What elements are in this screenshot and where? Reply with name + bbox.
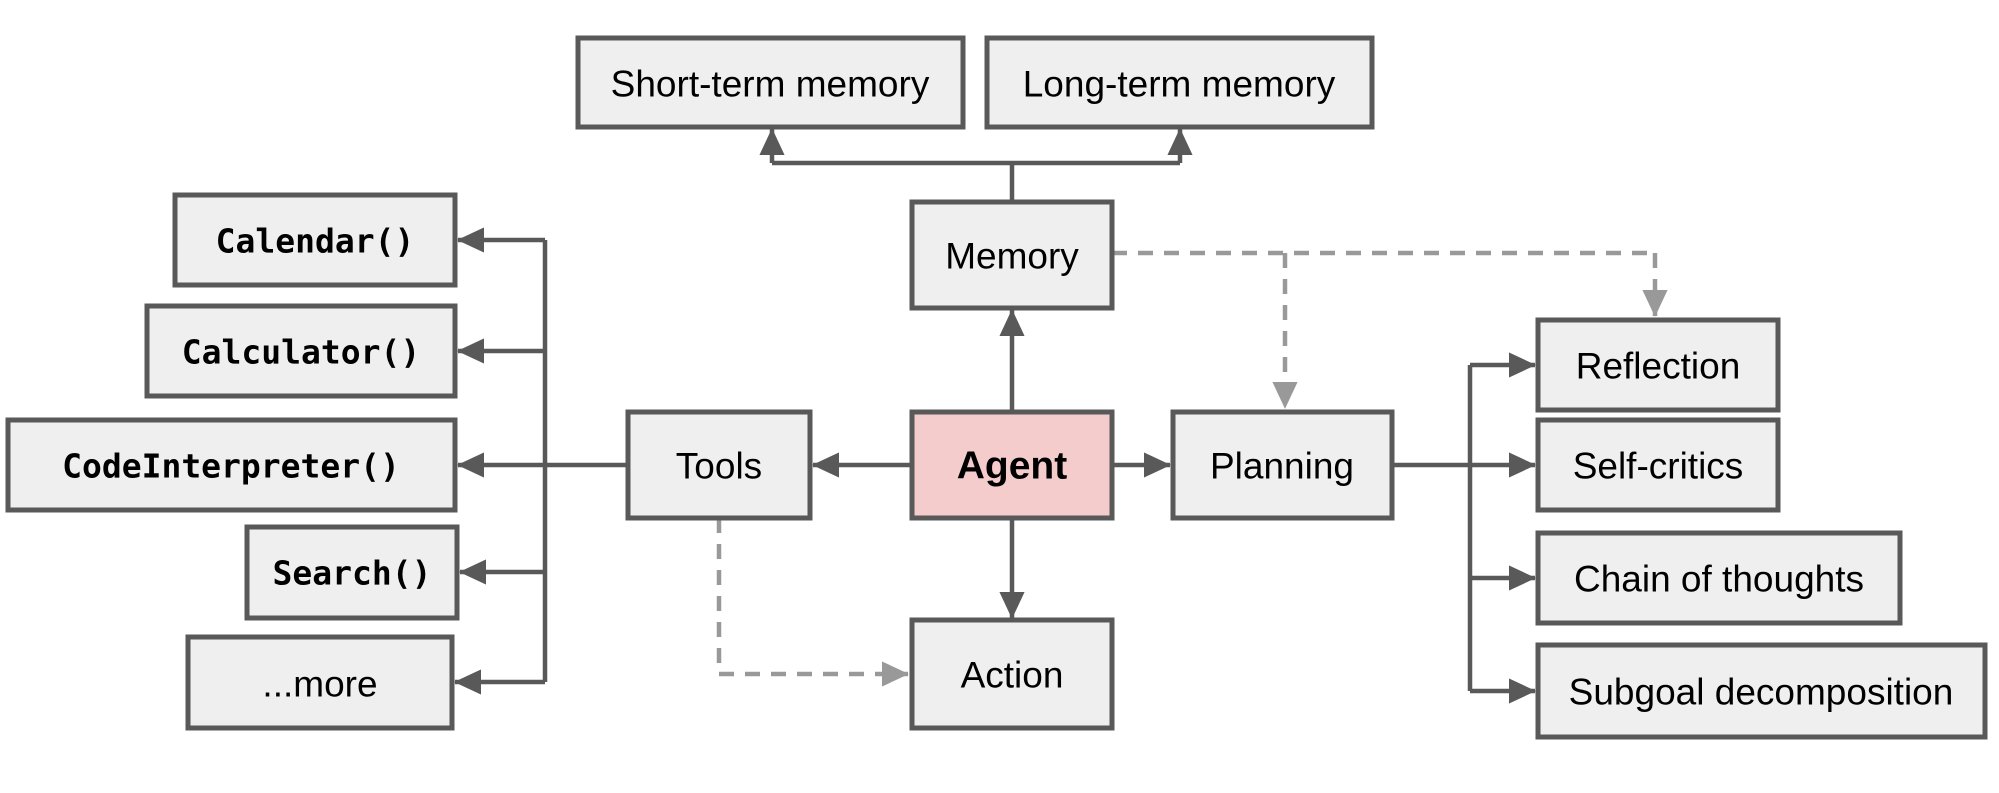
- action-label: Action: [961, 655, 1064, 696]
- subgoal-decomposition-label: Subgoal decomposition: [1569, 672, 1954, 713]
- calculator-box: [144, 303, 458, 399]
- node-chain-of-thoughts: Chain of thoughts: [1535, 530, 1903, 626]
- node-subgoal-decomposition: Subgoal decomposition: [1535, 642, 1988, 740]
- search-box: [244, 524, 460, 621]
- subgoal-decomposition-box: [1535, 642, 1988, 740]
- calendar-label: Calendar(): [216, 222, 415, 261]
- node-self-critics: Self-critics: [1535, 417, 1781, 513]
- solid-edges: [454, 128, 1536, 704]
- node-short-term-memory: Short-term memory: [575, 35, 966, 130]
- memory-box: [909, 199, 1115, 311]
- node-more: ...more: [185, 634, 455, 731]
- node-search: Search(): [244, 524, 460, 621]
- node-calculator: Calculator(): [144, 303, 458, 399]
- node-action: Action: [909, 617, 1115, 731]
- node-memory: Memory: [909, 199, 1115, 311]
- node-agent: Agent: [909, 409, 1115, 521]
- edge-tools-to-action-dashed: [716, 518, 909, 687]
- reflection-box: [1535, 317, 1781, 413]
- node-tools: Tools: [625, 409, 813, 521]
- node-long-term-memory: Long-term memory: [984, 35, 1375, 130]
- reflection-label: Reflection: [1576, 346, 1741, 387]
- planning-label: Planning: [1210, 446, 1354, 487]
- node-reflection: Reflection: [1535, 317, 1781, 413]
- node-calendar: Calendar(): [172, 192, 458, 288]
- self-critics-label: Self-critics: [1573, 446, 1744, 487]
- action-box: [909, 617, 1115, 731]
- agent-box: [909, 409, 1115, 521]
- code-interpreter-label: CodeInterpreter(): [62, 447, 400, 486]
- long-term-memory-box: [984, 35, 1375, 130]
- calculator-label: Calculator(): [182, 333, 420, 372]
- planning-box: [1170, 409, 1395, 521]
- self-critics-box: [1535, 417, 1781, 513]
- node-planning: Planning: [1170, 409, 1395, 521]
- short-term-memory-box: [575, 35, 966, 130]
- tools-box: [625, 409, 813, 521]
- dashed-edges: [716, 250, 1668, 687]
- long-term-memory-label: Long-term memory: [1023, 64, 1336, 105]
- node-code-interpreter: CodeInterpreter(): [5, 417, 458, 513]
- agent-label: Agent: [957, 445, 1068, 488]
- memory-label: Memory: [945, 236, 1079, 277]
- chain-of-thoughts-box: [1535, 530, 1903, 626]
- short-term-memory-label: Short-term memory: [611, 64, 930, 105]
- search-label: Search(): [273, 554, 432, 593]
- calendar-box: [172, 192, 458, 288]
- tools-label: Tools: [676, 446, 762, 487]
- more-box: [185, 634, 455, 731]
- more-label: ...more: [262, 664, 377, 705]
- code-interpreter-box: [5, 417, 458, 513]
- chain-of-thoughts-label: Chain of thoughts: [1574, 559, 1864, 600]
